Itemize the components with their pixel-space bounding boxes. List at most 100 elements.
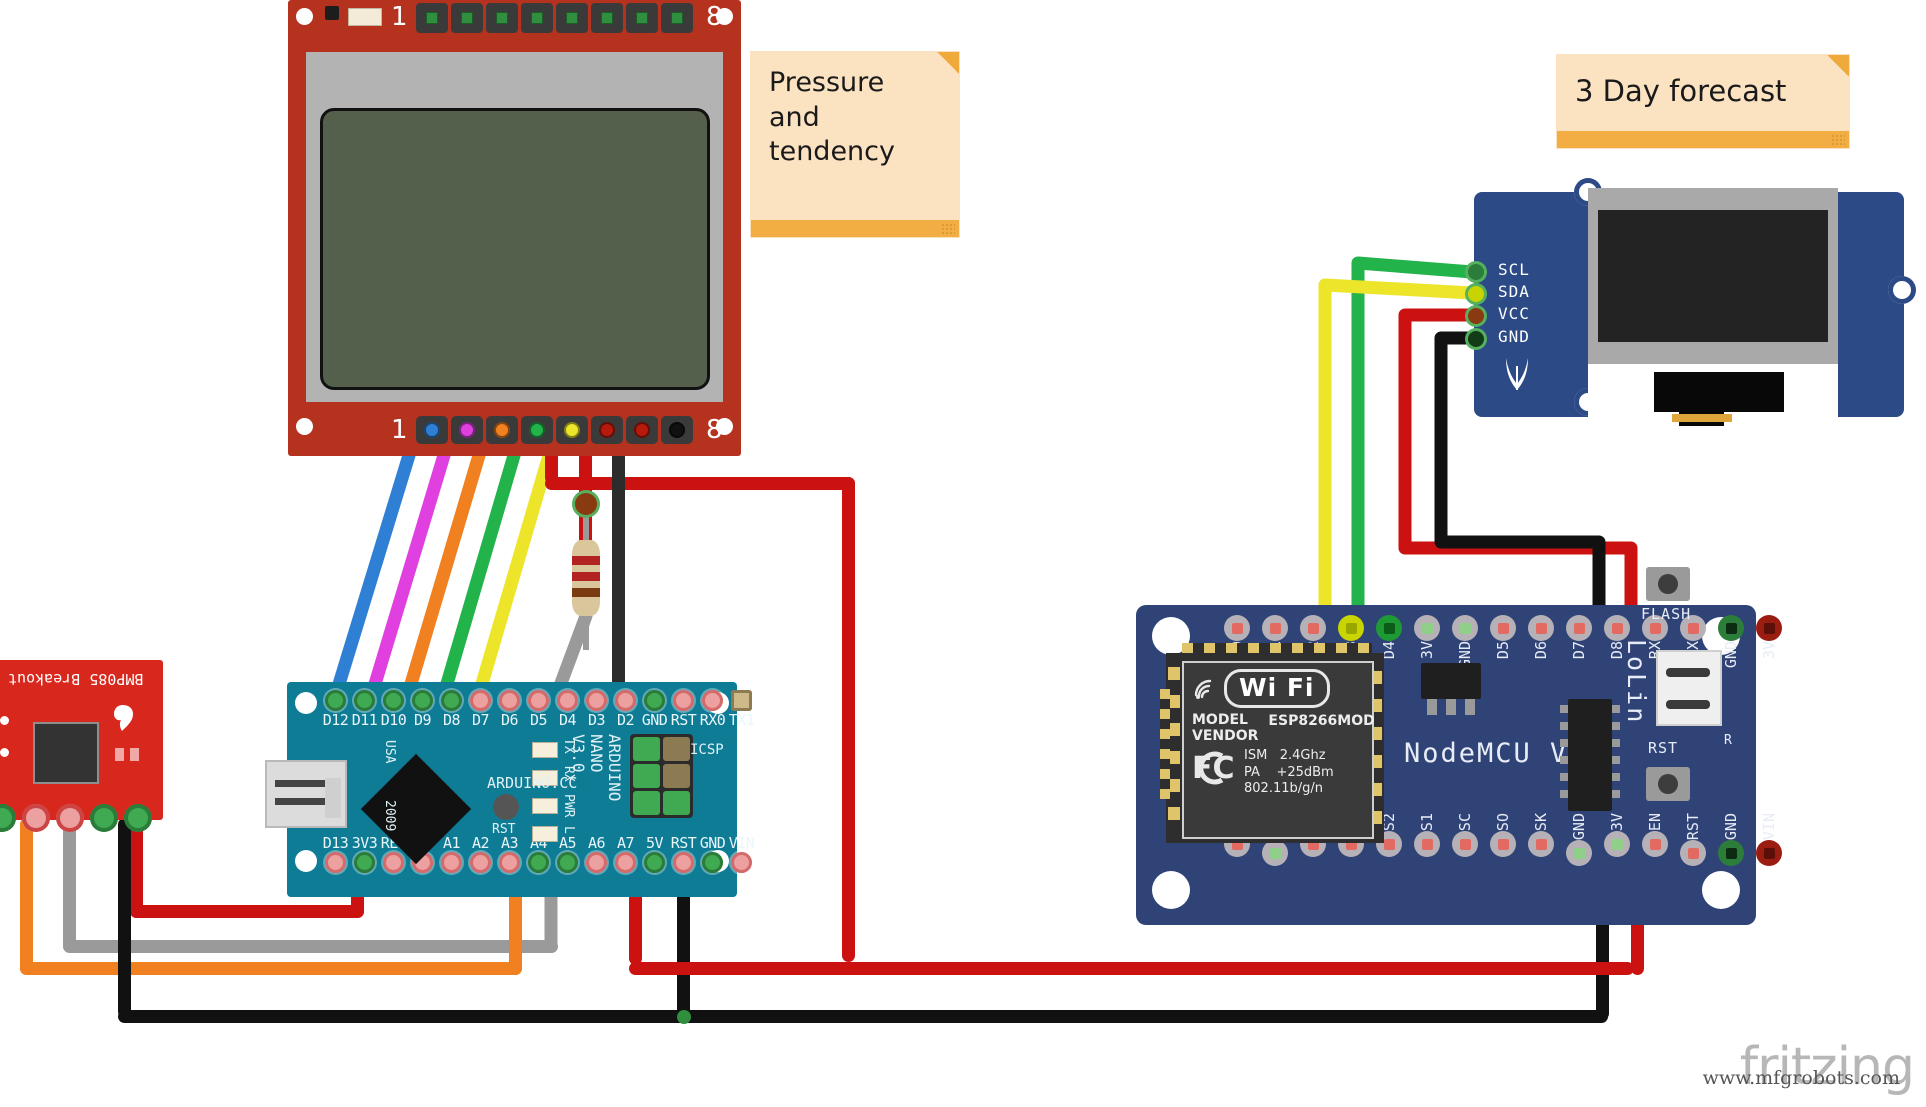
nano-bottom-header[interactable]: D13 3V3 REF A0 A1 A2 A3 A4 A5 A6 A7 5V R… (321, 834, 756, 873)
nano-pin-d7[interactable]: D7 (466, 690, 495, 729)
lcd-bottom-socket-3[interactable] (486, 416, 518, 444)
mcu-pin-gnd-b3[interactable]: GND (1712, 813, 1750, 867)
nano-pin-d4[interactable]: D4 (553, 690, 582, 729)
mcu-pin-gnd-b2[interactable]: GND (1560, 813, 1598, 867)
mcu-pin-tx[interactable]: TX (1674, 615, 1712, 668)
mcu-pin-d0[interactable]: D0 (1218, 615, 1256, 668)
bmp-pad-4[interactable] (22, 804, 50, 832)
nano-pin-5v[interactable]: 5V (640, 834, 669, 873)
lcd-top-pad-7[interactable] (626, 3, 658, 33)
nano-pin-d12[interactable]: D12 (321, 690, 350, 729)
oled-pad-gnd[interactable] (1468, 331, 1484, 347)
mcu-pin-s2[interactable]: S2 (1370, 813, 1408, 866)
bmp-pad-1[interactable] (124, 804, 152, 832)
nano-icsp-header[interactable] (630, 734, 693, 818)
arduino-nano-board[interactable]: D12 D11 D10 D9 D8 D7 D6 D5 D4 D3 D2 GND … (265, 682, 755, 897)
nano-pin-a5[interactable]: A5 (553, 834, 582, 873)
bmp085-breakout-board[interactable]: BMP085 Breakout (0, 660, 163, 832)
oled-i2c-display[interactable]: SCL SDA VCC GND (1468, 178, 1916, 426)
nodemcu-v3-board[interactable]: D0 D1 D2 D3 D4 3V GND D5 D6 D7 D8 RX TX … (1136, 567, 1782, 925)
mcu-pin-gnd-top[interactable]: GND (1446, 615, 1484, 668)
mcu-pin-3v-top[interactable]: 3V (1408, 615, 1446, 668)
nano-pin-a6[interactable]: A6 (582, 834, 611, 873)
mcu-pin-3v-b[interactable]: 3V (1598, 813, 1636, 866)
lcd-bottom-socket-2[interactable] (451, 416, 483, 444)
nano-pin-d8[interactable]: D8 (437, 690, 466, 729)
mcu-bottom-header[interactable]: A0 GND VU S3 S2 S1 SC SO SK GND 3V EN RS… (1218, 813, 1788, 867)
mcu-pin-sk[interactable]: SK (1522, 813, 1560, 866)
nano-pin-d11[interactable]: D11 (350, 690, 379, 729)
lcd-top-pad-1[interactable] (416, 3, 448, 33)
mcu-pin-rx[interactable]: RX (1636, 615, 1674, 668)
nano-pin-d10[interactable]: D10 (379, 690, 408, 729)
bmp-pad-3[interactable] (56, 804, 84, 832)
nano-pin-d9[interactable]: D9 (408, 690, 437, 729)
mcu-pin-sc[interactable]: SC (1446, 813, 1484, 866)
mcu-pin-3v-top2[interactable]: 3V (1750, 615, 1788, 668)
lcd-top-pad-4[interactable] (521, 3, 553, 33)
note-resize-grip-icon-2[interactable] (1831, 134, 1845, 146)
lcd-top-pad-6[interactable] (591, 3, 623, 33)
lcd-top-pad-3[interactable] (486, 3, 518, 33)
nano-pin-d2[interactable]: D2 (611, 690, 640, 729)
note-pressure-and-tendency[interactable]: Pressure and tendency (751, 52, 959, 237)
mcu-pin-d5[interactable]: D5 (1484, 615, 1522, 668)
mcu-flash-button[interactable] (1646, 567, 1690, 601)
nano-pin-rx0[interactable]: RX0 (698, 690, 727, 729)
note-3-day-forecast[interactable]: 3 Day forecast (1557, 55, 1849, 148)
mcu-pin-d1[interactable]: D1 (1256, 615, 1294, 668)
nokia-5110-lcd[interactable]: 1 8 ↑ 1 8 (288, 0, 777, 456)
lcd-bottom-socket-7[interactable] (626, 416, 658, 444)
note-resize-grip-icon[interactable] (941, 223, 955, 235)
mcu-pin-s1[interactable]: S1 (1408, 813, 1446, 866)
lcd-bottom-socket-5[interactable] (556, 416, 588, 444)
nano-pin-vin[interactable]: VIN (727, 834, 756, 873)
lcd-top-header[interactable] (416, 3, 693, 33)
nano-reset-button[interactable] (493, 794, 519, 820)
nano-pin-d3[interactable]: D3 (582, 690, 611, 729)
lcd-bottom-socket-6[interactable] (591, 416, 623, 444)
nano-pin-rst-top[interactable]: RST (669, 690, 698, 729)
nano-pin-d5[interactable]: D5 (524, 690, 553, 729)
nano-pin-a7[interactable]: A7 (611, 834, 640, 873)
nano-pin-a1[interactable]: A1 (437, 834, 466, 873)
oled-pad-scl[interactable] (1468, 264, 1484, 280)
lcd-bottom-socket-1[interactable] (416, 416, 448, 444)
mcu-pin-vin[interactable]: VIN (1750, 813, 1788, 867)
nano-pin-gnd-bottom[interactable]: GND (698, 834, 727, 873)
mcu-top-header[interactable]: D0 D1 D2 D3 D4 3V GND D5 D6 D7 D8 RX TX … (1218, 615, 1788, 668)
nano-mini-usb-connector[interactable] (265, 760, 347, 828)
mcu-pin-so[interactable]: SO (1484, 813, 1522, 866)
bmp-pad-2[interactable] (90, 804, 118, 832)
mcu-pin-gnd-b1[interactable]: GND (1256, 813, 1294, 867)
nano-pin-gnd-top[interactable]: GND (640, 690, 669, 729)
mcu-pin-en[interactable]: EN (1636, 813, 1674, 866)
nano-top-header[interactable]: D12 D11 D10 D9 D8 D7 D6 D5 D4 D3 D2 GND … (321, 690, 756, 729)
nano-pin-3v3[interactable]: 3V3 (350, 834, 379, 873)
oled-pad-sda[interactable] (1468, 286, 1484, 302)
mcu-pin-d8[interactable]: D8 (1598, 615, 1636, 668)
oled-pad-vcc[interactable] (1468, 308, 1484, 324)
nano-pin-d13[interactable]: D13 (321, 834, 350, 873)
bmp-pad-5[interactable] (0, 804, 16, 832)
lcd-bottom-header[interactable] (416, 416, 693, 444)
mcu-pin-d6[interactable]: D6 (1522, 615, 1560, 668)
lcd-bottom-socket-4[interactable] (521, 416, 553, 444)
nano-pin-d6[interactable]: D6 (495, 690, 524, 729)
nano-pin-a3[interactable]: A3 (495, 834, 524, 873)
mcu-pin-d4[interactable]: D4 (1370, 615, 1408, 668)
mcu-micro-usb-connector[interactable] (1656, 650, 1722, 726)
nano-pin-rst-bottom[interactable]: RST (669, 834, 698, 873)
mcu-pin-d2[interactable]: D2 (1294, 615, 1332, 668)
mcu-pin-d7[interactable]: D7 (1560, 615, 1598, 668)
nano-pin-tx1[interactable]: TX1 (727, 690, 756, 729)
mcu-pin-gnd-top2[interactable]: GND (1712, 615, 1750, 668)
lcd-top-pad-5[interactable] (556, 3, 588, 33)
mcu-pin-d3[interactable]: D3 (1332, 615, 1370, 668)
mcu-reset-button[interactable] (1646, 767, 1690, 801)
lcd-top-pad-8[interactable] (661, 3, 693, 33)
nano-pin-a2[interactable]: A2 (466, 834, 495, 873)
resistor-220-ohm[interactable] (572, 502, 600, 650)
mcu-pin-rst[interactable]: RST (1674, 813, 1712, 867)
lcd-top-pad-2[interactable] (451, 3, 483, 33)
